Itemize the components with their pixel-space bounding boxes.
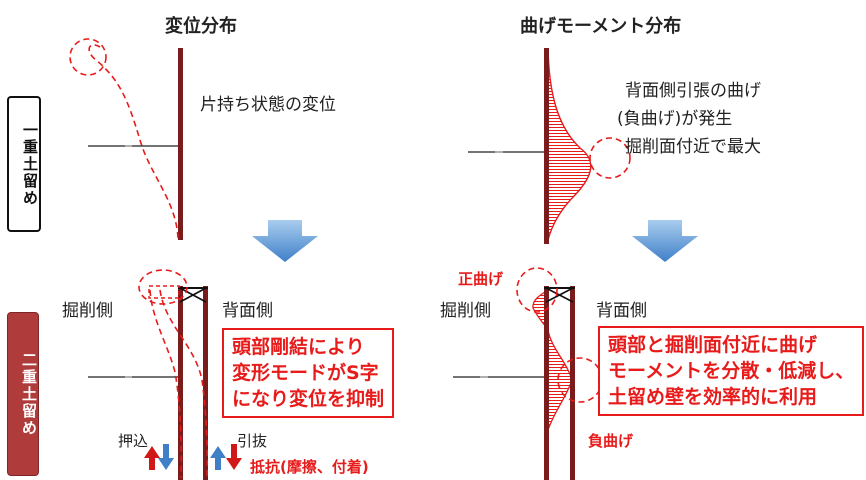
cantilever-note: 片持ち状態の変位 [200,95,336,115]
displacement-title: 変位分布 [165,16,237,37]
down-arrow-right [632,220,698,262]
pull-out-label: 引抜 [237,432,268,450]
moment-callout-line-1: 頭部と掘削面付近に曲げ [608,334,818,356]
head-marker-left [138,269,188,305]
max-moment-marker [589,137,631,179]
single-wall [178,48,183,240]
single-wall-right [544,48,549,244]
moment-callout-line-2: モーメントを分散・低減し、 [608,360,855,382]
down-arrow-left [252,220,318,262]
max-displacement-marker [69,38,107,76]
excavation-side-label: 掘削側 [62,301,113,321]
single-wall-label: 一重土留め [7,96,41,232]
back-side-label-right: 背面側 [596,301,647,321]
push-arrow-red [144,446,160,470]
moment-callout-line-3: 土留め壁を効率的に利用 [608,386,818,408]
push-arrow-blue [158,444,174,470]
back-wall-right [570,286,575,480]
positive-bending-label: 正曲げ [458,270,504,288]
front-wall-right [544,286,549,480]
moment-distribution-callout: 頭部と掘削面付近に曲げ モーメントを分散・低減し、 土留め壁を効率的に利用 [598,326,865,416]
double-wall-label: 二重土留め [7,312,39,476]
pull-arrow-red [226,444,242,470]
resistance-label: 抵抗(摩擦、付着) [250,458,369,476]
push-in-label: 押込 [118,432,149,450]
back-side-label: 背面側 [222,301,273,321]
positive-bending-marker [516,267,558,313]
moment-diagram [547,47,592,241]
moment-title: 曲げモーメント分布 [520,16,682,37]
s-mode-callout: 頭部剛結により 変形モードがS字 になり変位を抑制 [222,328,395,418]
excavation-side-label-right: 掘削側 [440,301,491,321]
moment-note-3: 掘削面付近で最大 [625,137,761,157]
s-mode-line-3: になり変位を抑制 [232,388,385,410]
negative-moment-area [547,329,573,431]
moment-note-1: 背面側引張の曲げ [625,81,761,101]
pull-arrow-blue [210,446,226,470]
front-wall [178,286,183,480]
s-mode-line-1: 頭部剛結により [232,336,365,358]
s-mode-line-2: 変形モードがS字 [232,362,379,384]
moment-note-2: (負曲げ)が発生 [617,109,733,129]
back-wall [203,286,208,480]
negative-bending-label: 負曲げ [588,432,634,450]
displacement-curve [88,44,179,239]
